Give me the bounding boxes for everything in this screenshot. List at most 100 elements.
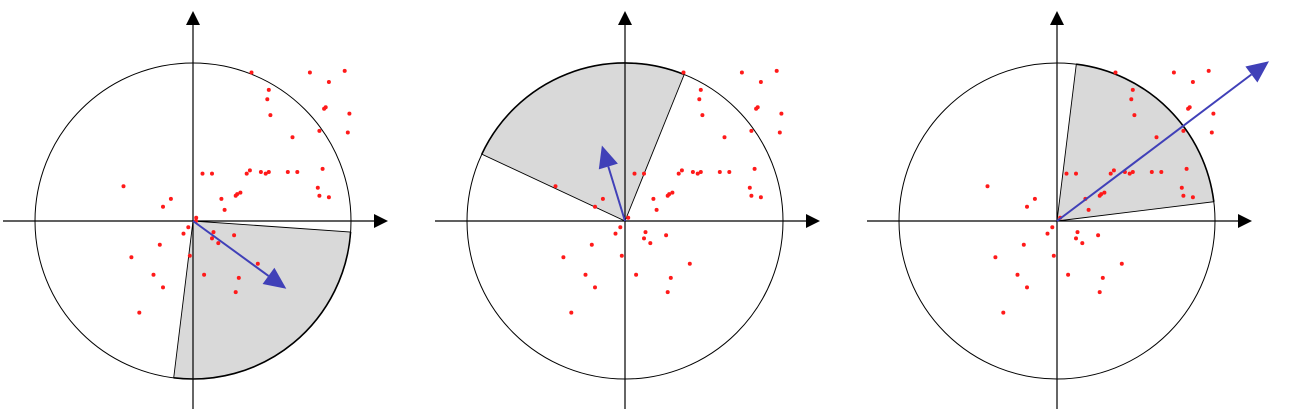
data-point bbox=[258, 170, 263, 174]
data-point bbox=[593, 285, 597, 290]
data-point bbox=[1130, 87, 1135, 92]
data-point bbox=[236, 275, 241, 280]
data-point bbox=[1206, 68, 1211, 73]
data-point bbox=[322, 106, 327, 111]
data-point bbox=[216, 241, 221, 246]
data-point bbox=[1127, 171, 1132, 176]
sector-arc bbox=[173, 231, 352, 380]
sector-arc bbox=[481, 62, 685, 155]
data-point bbox=[1159, 170, 1164, 174]
data-point bbox=[202, 272, 207, 277]
data-point bbox=[698, 170, 703, 174]
data-point bbox=[255, 261, 260, 266]
data-point bbox=[583, 272, 588, 277]
data-point bbox=[1111, 168, 1116, 173]
data-point bbox=[749, 193, 754, 198]
data-point bbox=[121, 184, 126, 189]
data-point bbox=[1032, 196, 1037, 201]
data-point bbox=[654, 207, 659, 212]
data-point bbox=[1097, 290, 1102, 295]
data-point bbox=[295, 170, 300, 174]
data-point bbox=[1100, 275, 1105, 280]
data-point bbox=[210, 171, 214, 176]
highlighted-sector bbox=[1056, 63, 1215, 222]
y-axis-arrowhead bbox=[1050, 11, 1064, 25]
x-axis-arrowhead bbox=[1238, 214, 1252, 228]
data-point bbox=[1132, 113, 1137, 118]
data-point bbox=[619, 253, 624, 258]
y-axis-arrowhead bbox=[186, 11, 200, 25]
data-point bbox=[698, 87, 703, 92]
vector-arrow-shaft bbox=[607, 166, 626, 222]
data-point bbox=[985, 184, 990, 189]
data-point bbox=[1130, 170, 1135, 174]
data-point bbox=[268, 113, 273, 118]
data-point bbox=[1181, 193, 1186, 198]
x-axis-arrowhead bbox=[374, 214, 388, 228]
data-point bbox=[290, 135, 295, 140]
data-point bbox=[553, 184, 558, 189]
vector-arrowhead bbox=[598, 145, 618, 170]
data-point bbox=[317, 128, 322, 133]
data-point bbox=[569, 310, 574, 315]
data-point bbox=[1154, 135, 1159, 140]
data-point bbox=[665, 193, 670, 198]
data-point bbox=[347, 111, 352, 116]
data-point bbox=[1184, 166, 1189, 171]
data-point bbox=[181, 231, 186, 236]
data-point bbox=[315, 185, 320, 190]
data-point bbox=[1075, 230, 1080, 235]
data-point bbox=[1097, 193, 1102, 198]
data-point bbox=[690, 170, 695, 174]
data-point bbox=[670, 190, 675, 195]
data-point bbox=[1190, 195, 1195, 200]
data-point bbox=[752, 166, 757, 171]
data-point bbox=[676, 171, 681, 176]
diagram-panel-right bbox=[867, 11, 1269, 409]
data-point bbox=[1096, 233, 1101, 238]
data-point bbox=[679, 168, 684, 173]
data-point bbox=[1149, 170, 1154, 174]
data-point bbox=[697, 97, 702, 102]
data-point bbox=[307, 70, 312, 75]
data-point bbox=[222, 207, 227, 212]
data-point bbox=[758, 80, 763, 84]
data-point bbox=[1086, 207, 1091, 212]
data-point bbox=[161, 285, 165, 290]
data-point bbox=[1113, 70, 1118, 75]
data-point bbox=[749, 128, 754, 133]
data-point bbox=[613, 231, 618, 236]
data-point bbox=[643, 230, 648, 235]
diagram-panel-middle bbox=[435, 11, 820, 409]
data-point bbox=[1064, 171, 1069, 176]
data-point bbox=[200, 171, 205, 176]
data-point bbox=[1129, 97, 1134, 102]
data-point bbox=[249, 70, 254, 75]
data-point bbox=[265, 97, 270, 102]
data-point bbox=[1050, 225, 1055, 230]
data-point bbox=[626, 215, 631, 220]
data-point bbox=[1001, 310, 1006, 315]
data-point bbox=[1209, 130, 1214, 135]
data-point bbox=[1045, 231, 1050, 236]
data-point bbox=[1119, 261, 1124, 266]
data-point bbox=[1080, 241, 1085, 246]
data-point bbox=[1021, 242, 1026, 247]
data-point bbox=[168, 196, 173, 201]
data-point bbox=[618, 225, 623, 230]
data-point bbox=[642, 236, 646, 241]
data-point bbox=[187, 253, 192, 258]
vector-arrow-shaft bbox=[1056, 73, 1253, 222]
data-point bbox=[1108, 171, 1113, 176]
data-point bbox=[717, 170, 722, 174]
data-point bbox=[727, 170, 732, 174]
data-point bbox=[317, 193, 322, 198]
data-point bbox=[1181, 128, 1186, 133]
data-point bbox=[747, 185, 752, 190]
data-point bbox=[161, 204, 165, 209]
data-point bbox=[1211, 111, 1216, 116]
vector-arrowhead bbox=[262, 267, 287, 289]
data-point bbox=[266, 87, 271, 92]
data-point bbox=[642, 171, 646, 176]
